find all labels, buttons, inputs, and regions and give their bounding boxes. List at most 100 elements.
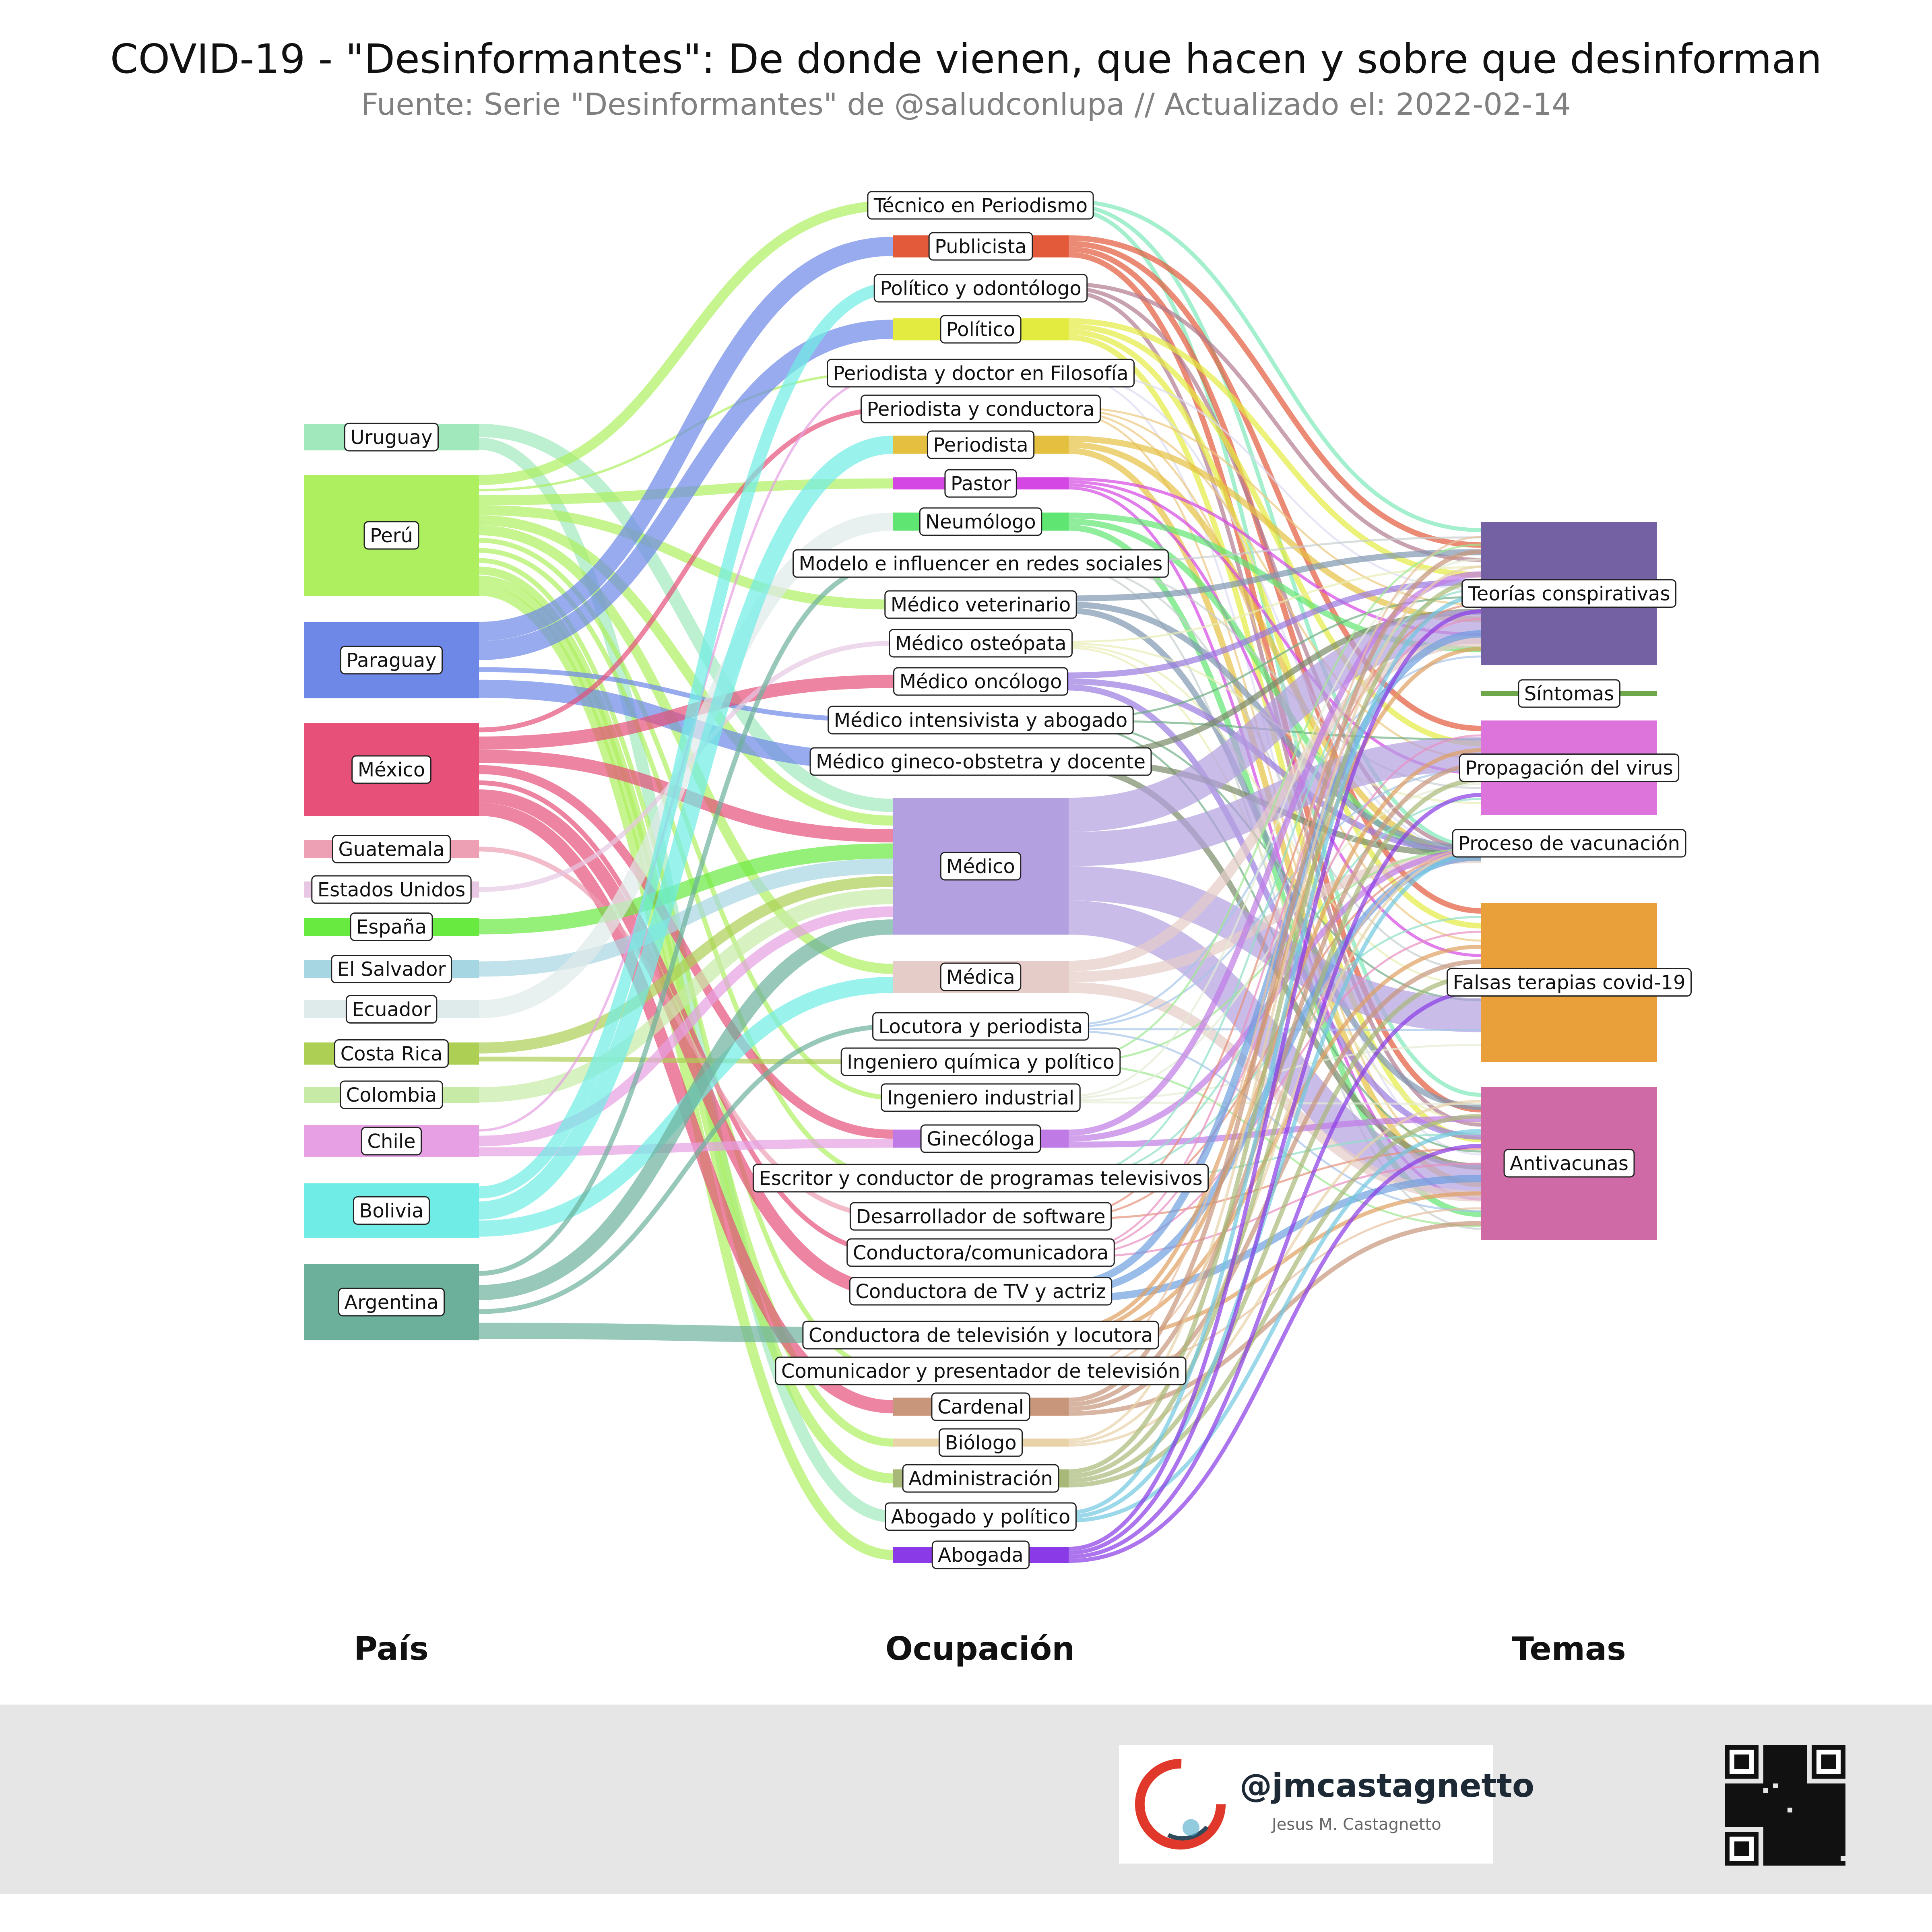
occupation-label-ingeniero-quimica-y-politico: Ingeniero química y político — [840, 1047, 1121, 1076]
occupation-label-text: Médico oncólogo — [900, 671, 1062, 693]
link-politico-y-odontologo-to-teorias-conspirativas — [1068, 282, 1482, 562]
brand-card[interactable]: @jmcastagnetto Jesus M. Castagnetto — [1119, 1745, 1534, 1864]
link-conductora-comunicadora-to-teorias-conspirativas — [1068, 618, 1482, 1252]
occupation-label-ginecologa: Ginecóloga — [920, 1124, 1041, 1153]
link-argentina-to-medico — [479, 919, 893, 1300]
link-politico-y-odontologo-to-proceso-de-vacunacion — [1068, 286, 1482, 852]
occupation-label-tecnico-en-periodismo: Técnico en Periodismo — [867, 191, 1094, 220]
link-medico-veterinario-to-teorias-conspirativas — [1068, 549, 1482, 602]
country-label-text: Bolivia — [359, 1200, 423, 1222]
occupation-label-conductora-de-television-y-locutora: Conductora de televisión y locutora — [802, 1321, 1159, 1350]
link-biologo-to-proceso-de-vacunacion — [1068, 849, 1482, 1444]
country-label-paraguay: Paraguay — [340, 646, 443, 675]
link-medica-to-proceso-de-vacunacion — [1068, 852, 1482, 983]
occupation-label-medico-osteopata: Médico osteópata — [889, 629, 1073, 658]
link-ingeniero-quimica-y-politico-to-teorias-conspirativas — [1068, 543, 1482, 1061]
occupation-label-text: Político y odontólogo — [880, 277, 1081, 300]
link-abogada-to-falsas-terapias-covid-19 — [1068, 989, 1482, 1559]
link-medico-osteopata-to-teorias-conspirativas — [1068, 566, 1482, 643]
link-peru-to-medico-veterinario — [479, 505, 893, 610]
occupation-label-neumologo: Neumólogo — [919, 507, 1042, 536]
country-label-estados-unidos: Estados Unidos — [311, 875, 472, 904]
page-title: COVID-19 - "Desinformantes": De donde vi… — [110, 35, 1822, 83]
link-administracion-to-antivacunas — [1068, 1114, 1482, 1488]
topic-label-teorias-conspirativas: Teorías conspirativas — [1461, 579, 1676, 608]
topic-label-text: Falsas terapias covid-19 — [1453, 972, 1686, 994]
link-mexico-to-ginecologa — [479, 765, 893, 1139]
occupation-label-administracion: Administración — [902, 1464, 1059, 1493]
page-subtitle: Fuente: Serie "Desinformantes" de @salud… — [361, 87, 1571, 122]
occupation-label-text: Administración — [908, 1468, 1053, 1490]
country-label-colombia: Colombia — [340, 1080, 443, 1109]
occupation-label-text: Médico osteópata — [895, 632, 1067, 655]
topic-label-text: Síntomas — [1524, 683, 1614, 705]
country-label-uruguay: Uruguay — [344, 423, 439, 452]
link-tecnico-en-periodismo-to-teorias-conspirativas — [1068, 199, 1482, 532]
occupation-label-text: Ingeniero química y político — [847, 1051, 1115, 1073]
topic-label-falsas-terapias-covid-19: Falsas terapias covid-19 — [1447, 968, 1692, 997]
occupation-label-text: Médico intensivista y abogado — [834, 709, 1128, 732]
occupation-label-biologo: Biólogo — [938, 1428, 1023, 1457]
link-uruguay-to-medico — [479, 424, 893, 812]
link-conductora-de-television-y-locutora-to-propagacion-del-virus — [1068, 748, 1482, 1335]
occupation-label-desarrollador-de-software: Desarrollador de software — [849, 1202, 1112, 1231]
occupation-label-text: Médico — [946, 855, 1015, 878]
occupation-label-text: Ingeniero industrial — [887, 1087, 1074, 1109]
occupation-label-text: Periodista y doctor en Filosofía — [833, 362, 1129, 385]
link-ginecologa-to-teorias-conspirativas — [1068, 571, 1482, 1136]
occupation-label-text: Publicista — [935, 235, 1027, 258]
topic-label-text: Antivacunas — [1510, 1152, 1629, 1175]
link-escritor-y-conductor-de-programas-televisivos-to-teorias-conspirativas — [1068, 588, 1482, 1178]
link-politico-to-propagacion-del-virus — [1068, 324, 1482, 746]
occupation-label-text: Periodista — [933, 434, 1028, 456]
occupation-label-text: Locutora y periodista — [879, 1016, 1083, 1038]
link-comunicador-y-presentador-de-television-to-teorias-conspirativas — [1068, 536, 1482, 1371]
country-label-mexico: México — [351, 755, 431, 784]
country-label-text: Colombia — [346, 1084, 437, 1106]
link-paraguay-to-publicista — [479, 237, 893, 641]
country-label-text: Perú — [370, 524, 413, 547]
occupation-label-conductora-comunicadora: Conductora/comunicadora — [846, 1238, 1115, 1267]
occupation-label-text: Político — [946, 318, 1015, 341]
node-labels: UruguayPerúParaguayMéxicoGuatemalaEstado… — [311, 191, 1692, 1569]
link-abogada-to-antivacunas — [1068, 1144, 1482, 1563]
occupation-label-text: Comunicador y presentador de televisión — [781, 1360, 1180, 1383]
brand-handle: @jmcastagnetto — [1240, 1767, 1534, 1804]
link-costa-rica-to-ingeniero-quimica-y-politico — [479, 1057, 893, 1064]
occupation-label-pastor: Pastor — [944, 469, 1017, 498]
occupation-label-ingeniero-industrial: Ingeniero industrial — [881, 1083, 1081, 1112]
link-argentina-to-modelo-e-influencer-en-redes-sociales — [479, 561, 893, 1276]
link-conductora-de-television-y-locutora-to-falsas-terapias-covid-19 — [1068, 945, 1482, 1339]
occupation-label-politico-y-odontologo: Político y odontólogo — [873, 274, 1088, 303]
occupation-label-text: Conductora/comunicadora — [853, 1242, 1109, 1264]
country-label-espana: España — [350, 912, 433, 941]
link-argentina-to-locutora-y-periodista — [479, 1024, 893, 1314]
occupation-label-text: Abogado y político — [891, 1506, 1071, 1528]
link-conductora-de-tv-y-actriz-to-teorias-conspirativas — [1068, 630, 1482, 1288]
topic-label-sintomas: Síntomas — [1518, 679, 1620, 708]
occupation-label-text: Médico gineco-obstetra y docente — [816, 751, 1146, 773]
link-administracion-to-teorias-conspirativas — [1068, 579, 1482, 1474]
occupation-label-text: Modelo e influencer en redes sociales — [799, 553, 1163, 575]
occupation-label-text: Escritor y conductor de programas televi… — [759, 1167, 1202, 1190]
link-publicista-to-propagacion-del-virus — [1068, 241, 1482, 731]
country-label-text: Costa Rica — [341, 1043, 443, 1065]
link-peru-to-abogada — [479, 586, 893, 1560]
link-mexico-to-conductora-comunicadora — [479, 780, 893, 1255]
country-label-argentina: Argentina — [338, 1288, 445, 1317]
link-bolivia-to-politico-y-odontologo — [479, 282, 893, 1199]
occupation-label-text: Abogada — [938, 1544, 1023, 1567]
country-label-text: El Salvador — [337, 958, 446, 981]
links-occupation-topic — [1068, 199, 1482, 1563]
qr-code-icon[interactable] — [1725, 1745, 1845, 1866]
topic-label-proceso-de-vacunacion: Proceso de vacunación — [1452, 829, 1686, 858]
occupation-label-text: Ginecóloga — [927, 1128, 1035, 1150]
country-label-text: Chile — [367, 1130, 415, 1153]
link-abogado-y-politico-to-teorias-conspirativas — [1068, 594, 1482, 1515]
link-peru-to-medico — [479, 515, 893, 826]
country-label-text: Estados Unidos — [318, 879, 465, 901]
occupation-label-medico-intensivista-y-abogado: Médico intensivista y abogado — [828, 706, 1134, 735]
country-label-ecuador: Ecuador — [345, 995, 438, 1024]
